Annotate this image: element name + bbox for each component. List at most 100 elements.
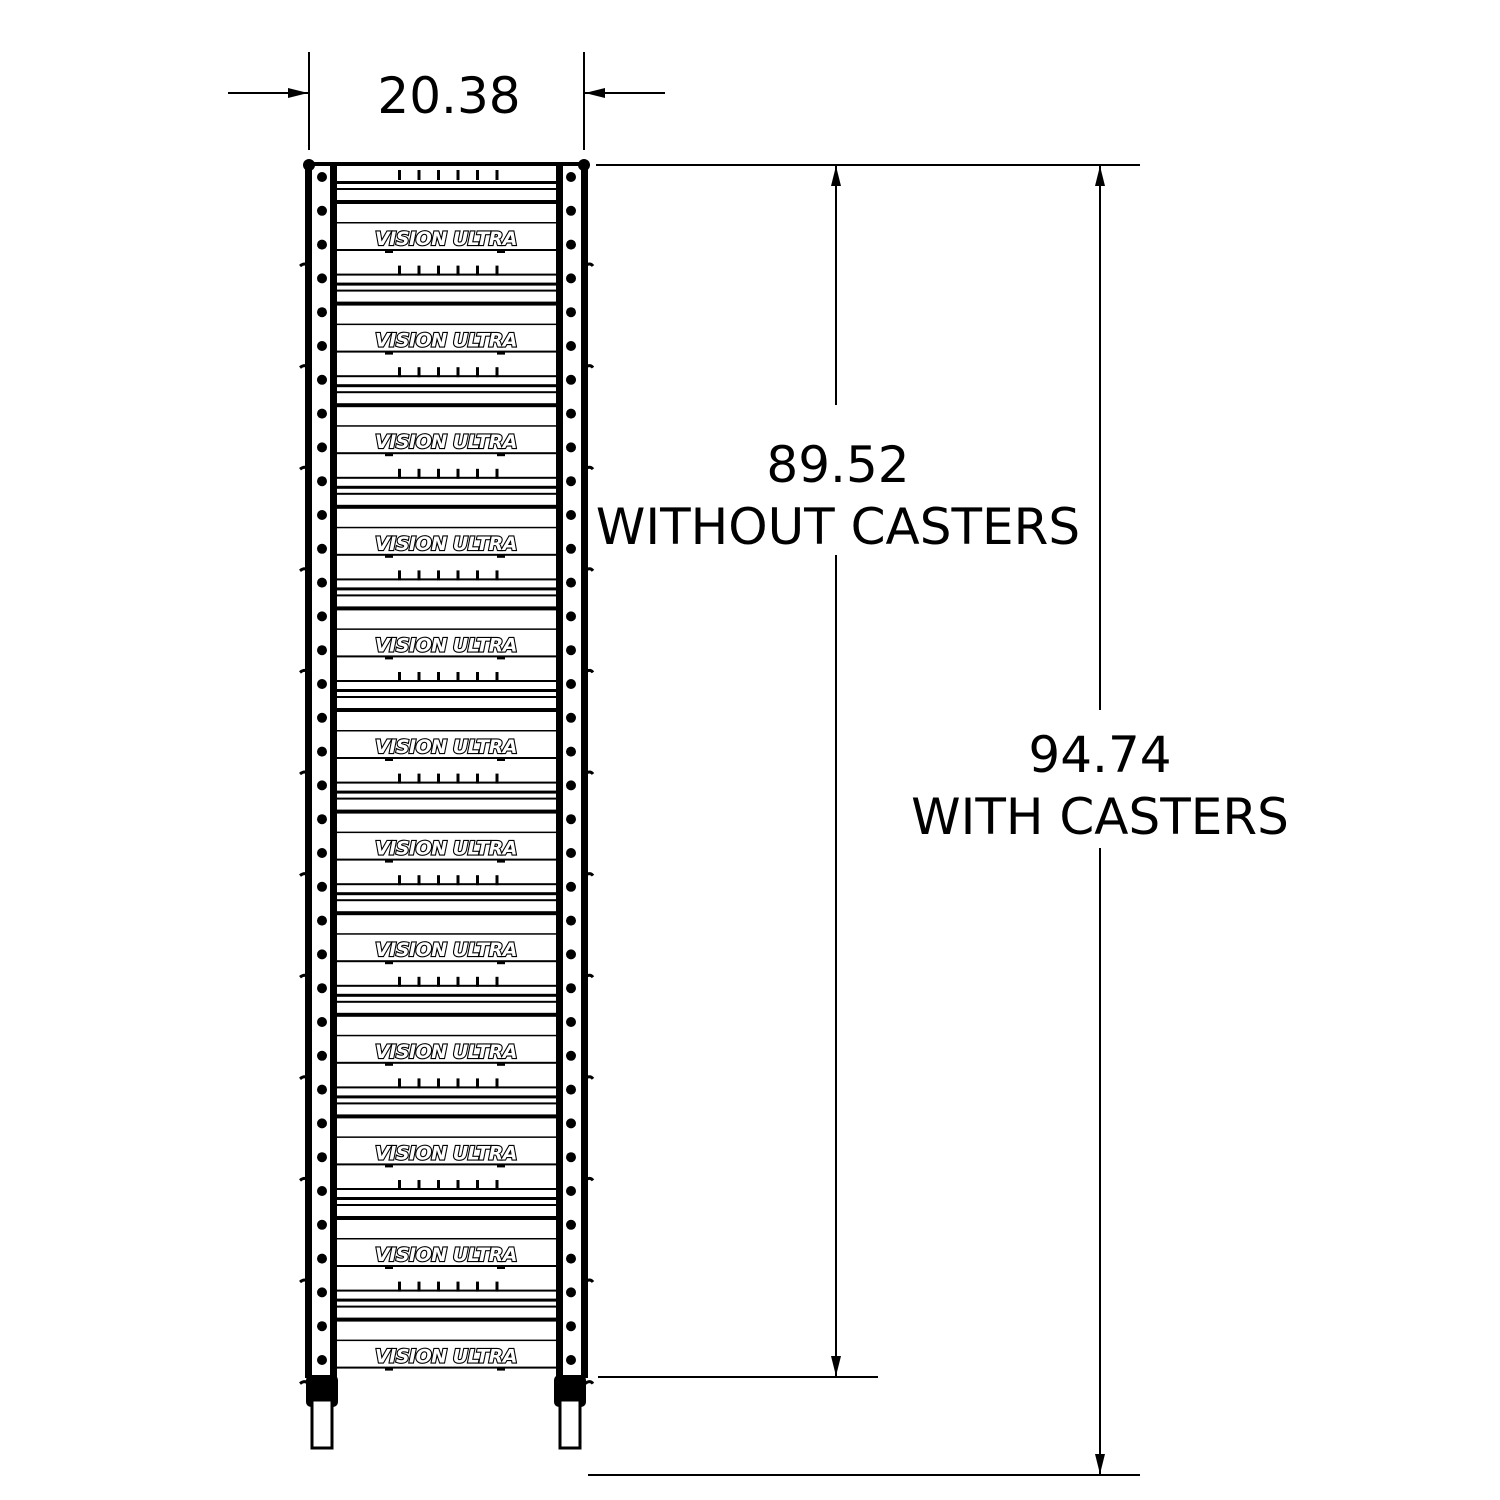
- brand-logo: VISION ULTRA: [375, 228, 517, 250]
- shelf-tick: [417, 570, 421, 581]
- shelf-tick: [495, 170, 499, 180]
- shelf-tick: [417, 170, 421, 180]
- post-hole: [566, 543, 576, 554]
- shelf-tick: [417, 1078, 421, 1089]
- shelf-hook: [584, 1176, 595, 1182]
- shelf-wire: [337, 1197, 556, 1200]
- shelf-tick: [417, 1180, 421, 1190]
- post-hole: [317, 577, 327, 588]
- shelf-hook: [299, 465, 310, 471]
- shelf-wire: [337, 1339, 556, 1342]
- shelf-wire: [337, 594, 556, 597]
- shelf-tick: [495, 570, 499, 581]
- post-hole: [317, 1152, 327, 1163]
- shelf-tick: [476, 570, 479, 581]
- shelf-front-bar: [337, 1114, 556, 1119]
- brand-logo: VISION ULTRA: [375, 330, 517, 352]
- post-hole: [566, 408, 576, 419]
- shelf-tick: [437, 367, 440, 378]
- shelf-clip: [497, 758, 505, 761]
- shelf-clip: [497, 453, 505, 457]
- post-hole: [317, 611, 327, 622]
- post-hole: [566, 1253, 576, 1264]
- shelf-wire: [337, 492, 556, 495]
- shelf-hook: [299, 364, 310, 369]
- shelf-tick: [456, 1180, 460, 1190]
- shelf-clip: [497, 1164, 505, 1168]
- shelf-front-bar: [337, 911, 556, 916]
- shelf-hook: [584, 770, 595, 776]
- shelf-tick: [398, 875, 401, 886]
- post-hole: [566, 577, 576, 588]
- post-hole: [566, 172, 576, 182]
- post-hole: [317, 341, 327, 351]
- shelf-wire: [337, 1061, 556, 1064]
- shelf-tick: [495, 1078, 499, 1089]
- shelf-tick: [437, 265, 440, 276]
- shelf-wire: [337, 696, 556, 698]
- post-hole: [566, 442, 576, 453]
- shelf-tick: [398, 672, 401, 682]
- shelf-tick: [495, 672, 499, 682]
- post-hole: [566, 814, 576, 825]
- shelf-hook: [299, 567, 310, 573]
- post-hole: [317, 1355, 327, 1365]
- shelf-tick: [476, 672, 479, 682]
- shelf-front-bar: [337, 301, 556, 306]
- shelf-tick: [437, 570, 440, 581]
- post-hole: [566, 983, 576, 994]
- width-value: 20.38: [377, 67, 520, 125]
- post-hole: [317, 1219, 327, 1230]
- shelf-tick: [398, 976, 401, 987]
- shelf-hook: [584, 364, 595, 369]
- shelf-tick: [476, 1281, 479, 1292]
- shelf-tick: [398, 570, 401, 581]
- shelf-wire: [337, 1163, 556, 1166]
- shelf-tick: [456, 170, 460, 180]
- shelf-front-bar: [337, 200, 556, 204]
- top-frame-bar: [308, 162, 585, 166]
- post-hole: [317, 712, 327, 723]
- shelf-wire: [337, 553, 556, 556]
- shelf-tick: [495, 468, 499, 479]
- post-hole: [317, 172, 327, 182]
- post-hole: [317, 374, 327, 385]
- post-hole: [566, 780, 576, 791]
- post-hole: [317, 780, 327, 791]
- post-hole: [317, 1017, 327, 1027]
- post-hole: [566, 273, 576, 284]
- shelf-front-bar: [337, 606, 556, 611]
- shelf-tick: [437, 1281, 440, 1292]
- shelf-wire: [337, 1095, 556, 1099]
- post-hole: [566, 949, 576, 960]
- shelf-wire: [337, 757, 556, 759]
- shelf-clip: [497, 1367, 505, 1371]
- shelf-clip: [385, 961, 393, 965]
- shelf-wire: [337, 1034, 556, 1037]
- post-hole: [317, 408, 327, 419]
- shelf-wire: [337, 1000, 556, 1003]
- post-hole: [317, 307, 327, 318]
- shelf-wire: [337, 485, 556, 489]
- shelf-wire: [337, 587, 556, 591]
- post-hole: [317, 949, 327, 960]
- right-inner-post: [556, 165, 563, 1378]
- shelf-tick: [476, 265, 479, 276]
- brand-logo: VISION ULTRA: [375, 634, 517, 656]
- post-hole: [566, 476, 576, 487]
- shelf-tick: [456, 367, 460, 378]
- shelf-front-bar: [337, 809, 556, 814]
- shelf-hook: [299, 770, 310, 776]
- post-hole: [317, 510, 327, 520]
- post-hole: [317, 1253, 327, 1264]
- brand-logo: VISION ULTRA: [375, 1244, 517, 1266]
- shelf-tick: [398, 265, 401, 276]
- post-hole: [317, 476, 327, 487]
- shelf-front-bar: [337, 504, 556, 509]
- shelf-wire: [337, 188, 556, 190]
- shelf-hook: [584, 872, 595, 877]
- post-hole: [566, 1355, 576, 1365]
- post-hole: [566, 1152, 576, 1163]
